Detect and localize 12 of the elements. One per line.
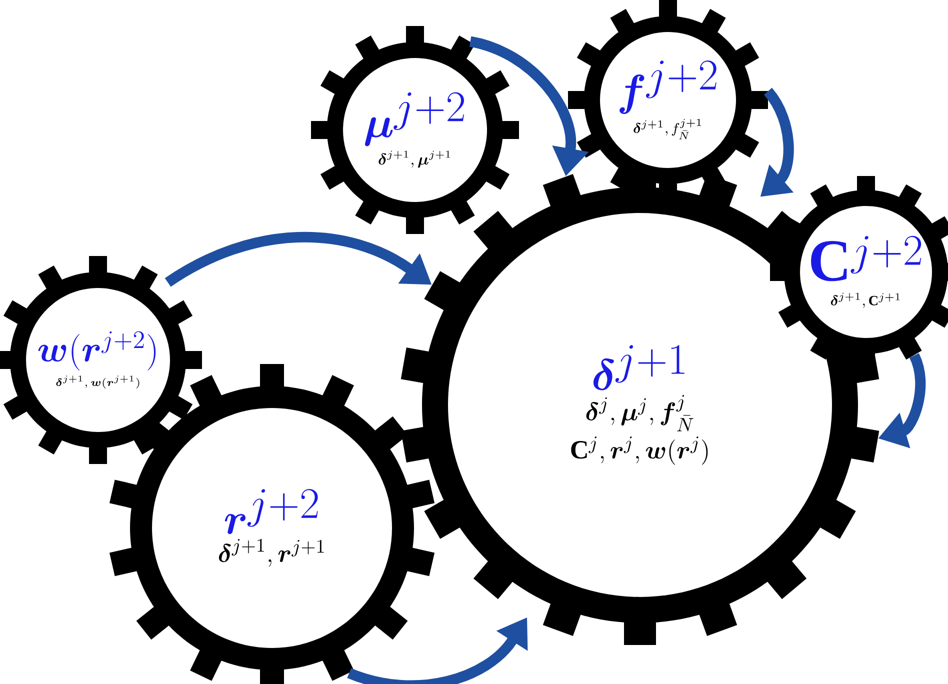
node-label: $\boldsymbol{f}^{j+2}$ xyxy=(620,60,716,114)
gear: $\boldsymbol{\mu}^{j+2}$ $\boldsymbol{\delta}^{j+1}, \boldsymbol{\mu}^{j+1}$ xyxy=(311,26,519,234)
node-label: $\boldsymbol{\delta}^{j}, \boldsymbol{\mu}^{j}, \boldsymbol{f}^{j}_{\bar{N}}$ xyxy=(586,395,694,432)
node-label: $\boldsymbol{\delta}^{j+1}, \boldsymbol{\mu}^{j+1}$ xyxy=(378,150,450,168)
node-label: $\boldsymbol{\delta}^{j+1}, \boldsymbol{r}^{j+1}$ xyxy=(218,538,324,567)
gear: $\boldsymbol{w}(\boldsymbol{r}^{j+2})$ $\boldsymbol{\delta}^{j+1}, \boldsymbol{w}(\boldsymbol{r}^{j+1})$ xyxy=(0,256,202,464)
node-label: $\boldsymbol{\mu}^{j+2}$ xyxy=(364,92,464,146)
node-label: $\boldsymbol{\delta}^{j+1}$ xyxy=(593,345,684,390)
node-label: $\mathbf{C}^{j}, \boldsymbol{r}^{j}, \boldsymbol{w}(\boldsymbol{r}^{j})$ xyxy=(571,436,708,465)
node-label: $\boldsymbol{r}^{j+2}$ xyxy=(224,488,318,534)
gear: $\boldsymbol{f}^{j+2}$ $\boldsymbol{\delta}^{j+1}, f^{j+1}_{\bar{N}}$ xyxy=(568,0,768,200)
node-label: $\boldsymbol{\delta}^{j+1}, f^{j+1}_{\bar{N}}$ xyxy=(634,118,702,140)
